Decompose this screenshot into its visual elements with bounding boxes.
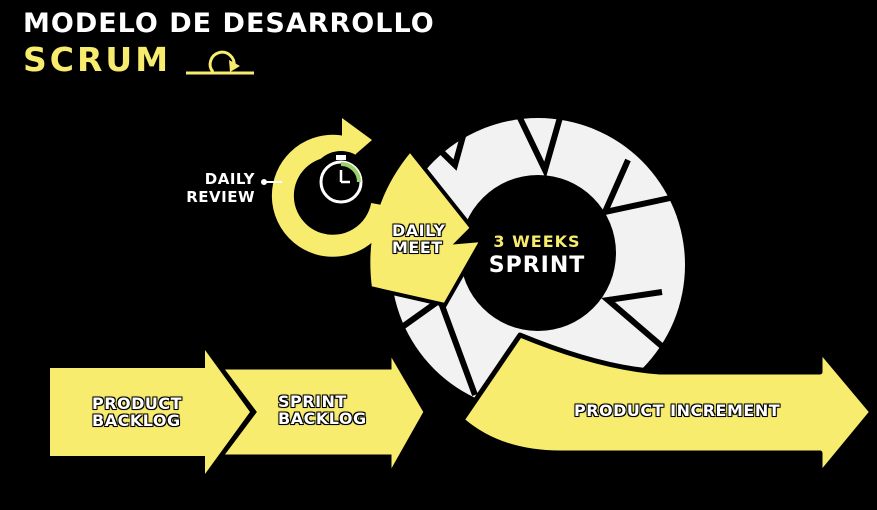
daily-review-loop — [271, 118, 393, 257]
page-subtitle: SCRUM — [23, 40, 172, 79]
page-title: MODELO DE DESARROLLO — [23, 8, 435, 39]
daily-review-label: DAILY REVIEW — [175, 170, 255, 206]
sprint-label: SPRINT — [488, 253, 586, 278]
sprint-duration: 3 WEEKS — [493, 232, 581, 251]
product-backlog-line1: PRODUCT — [92, 394, 183, 413]
sprint-backlog-line1: SPRINT — [278, 392, 347, 411]
daily-review-line2: REVIEW — [186, 188, 255, 206]
sprint-cycle — [391, 71, 699, 412]
sprint-backlog-label: SPRINT BACKLOG — [278, 393, 367, 427]
daily-review-line1: DAILY — [204, 170, 255, 188]
product-backlog-arrow — [50, 350, 250, 474]
stopwatch-icon — [319, 155, 363, 204]
daily-meet-label: DAILY MEET — [392, 222, 445, 256]
loop-arrow-icon — [186, 50, 254, 75]
product-backlog-line2: BACKLOG — [92, 411, 181, 430]
product-increment-arrow — [459, 332, 875, 478]
product-backlog-label: PRODUCT BACKLOG — [92, 395, 182, 429]
sprint-backlog-arrow — [219, 346, 427, 480]
product-increment-label: PRODUCT INCREMENT — [574, 401, 781, 420]
daily-meet-line2: MEET — [392, 238, 443, 257]
sprint-backlog-line2: BACKLOG — [278, 409, 367, 428]
sprint-center — [460, 175, 616, 331]
daily-meet-line1: DAILY — [392, 221, 446, 240]
